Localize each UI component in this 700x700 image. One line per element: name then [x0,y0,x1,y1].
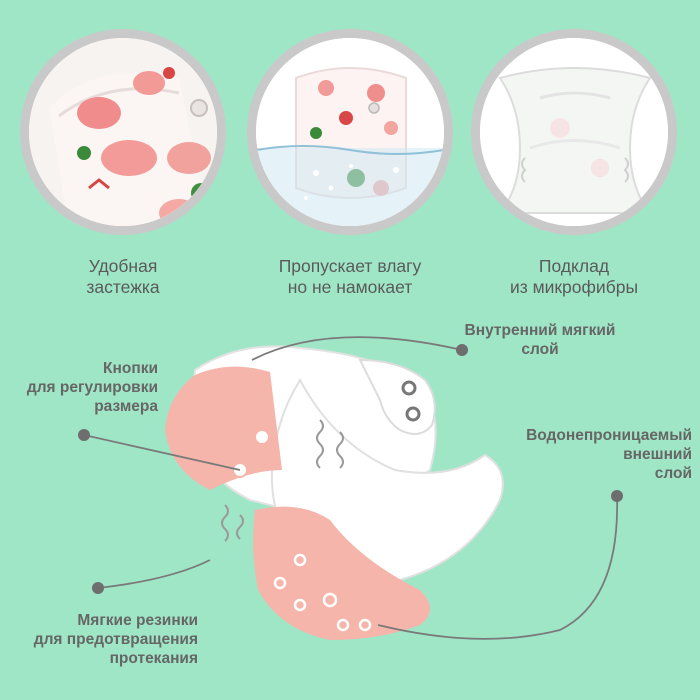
feature-caption-clasp: Удобная застежка [23,256,223,298]
feature-caption-microfiber: Подклад из микрофибры [474,256,674,298]
diaper-outer-pink-bottom [253,506,430,640]
snap-button [254,429,270,445]
feature-caption-water: Пропускает влагу но не намокает [250,256,450,298]
callout-dot-outer [611,490,623,502]
caption-line: из микрофибры [509,277,639,297]
caption-line: Удобная [88,256,158,276]
snap-hole [405,406,421,422]
callout-line: Мягкие резинки [77,612,198,629]
callout-line: слой [654,465,692,482]
caption-line: но не намокает [287,277,413,297]
callout-dot-inner [456,344,468,356]
snap-hole-outer [293,553,307,567]
leader-line-snaps [83,434,241,471]
callout-elastics: Мягкие резинки для предотвращения протек… [18,611,198,668]
callout-line: внешний [623,446,692,463]
snap-hole-outer [336,618,350,632]
callout-outer-layer: Водонепроницаемый внешний слой [482,426,692,483]
caption-line: Пропускает влагу [278,256,422,276]
leader-line-elastics [97,559,211,589]
callout-line: слой [521,341,559,358]
callout-line: Водонепроницаемый [526,427,692,444]
snap-hole-outer [322,592,338,608]
snap-hole-outer [358,618,372,632]
leader-line-outer [377,495,618,640]
leader-line-inner [251,336,463,361]
callout-line: для предотвращения [33,631,198,648]
microfiber-photo [480,38,668,226]
callout-dot-elastics [92,582,104,594]
photo-circle-water [247,29,453,235]
callout-line: Кнопки [103,360,158,377]
snap-hole [401,380,417,396]
snap-hole-outer [293,598,307,612]
callout-line: для регулировки [26,379,158,396]
callout-line: Внутренний мягкий [464,322,616,339]
callout-line: протекания [109,650,198,667]
caption-line: Подклад [538,256,610,276]
photo-circle-clasp [20,29,226,235]
photo-circle-microfiber [471,29,677,235]
snap-hole-outer [273,576,287,590]
callout-dot-snaps [78,429,90,441]
callout-line: размера [94,398,158,415]
callout-inner-layer: Внутренний мягкий слой [440,321,640,359]
callout-snaps: Кнопки для регулировки размера [20,359,158,416]
caption-line: застежка [86,277,160,297]
